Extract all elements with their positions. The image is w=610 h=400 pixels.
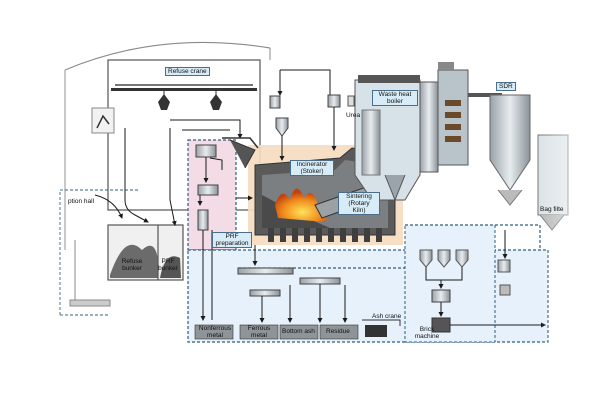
label-prf-preparation: PRF preparation — [212, 232, 252, 248]
crane-hall — [107, 59, 261, 211]
label-reception-hall: ption hall — [68, 198, 95, 205]
label-urea: Urea — [346, 112, 361, 119]
conveyor-2 — [299, 277, 341, 285]
label-ash-crane: Ash crane — [372, 313, 402, 320]
ash-hoppers — [268, 228, 382, 242]
truck — [365, 325, 387, 337]
building-roof — [64, 41, 271, 71]
flame — [275, 188, 330, 222]
prf-shredder — [195, 144, 217, 158]
sdr-tower — [489, 94, 531, 191]
crane-grab — [158, 94, 222, 110]
label-bag-filter: Bag filte — [540, 206, 564, 213]
label-refuse-bunker: Refuse bunker — [121, 258, 143, 272]
mixer — [431, 289, 451, 303]
storage-bins — [194, 324, 359, 340]
label-waste-heat-boiler: Waste heat boiler — [372, 90, 418, 106]
economizer-tubes — [445, 100, 461, 142]
conveyor-1 — [237, 267, 294, 275]
label-brick-machine: Brick machine — [414, 326, 440, 340]
label-nonferrous-metal: Nonferrous metal — [198, 325, 232, 339]
silos — [419, 249, 469, 268]
label-incinerator: Incinerator (Stoker) — [290, 160, 334, 176]
label-sintering: Sintering (Rotary Kiln) — [338, 192, 380, 215]
lime-hopper — [275, 117, 289, 137]
label-sdr: SDR — [496, 82, 516, 91]
lifting-equipment — [91, 107, 115, 134]
urea-tank — [327, 94, 341, 108]
label-refuse-crane: Refuse crane — [165, 67, 210, 76]
label-residue: Residue — [326, 328, 350, 335]
label-bottom-ash: Bottom ash — [282, 328, 315, 335]
label-prf-bunker: PRF bunker — [158, 258, 178, 272]
label-ferrous-metal: Ferrous metal — [247, 325, 271, 339]
